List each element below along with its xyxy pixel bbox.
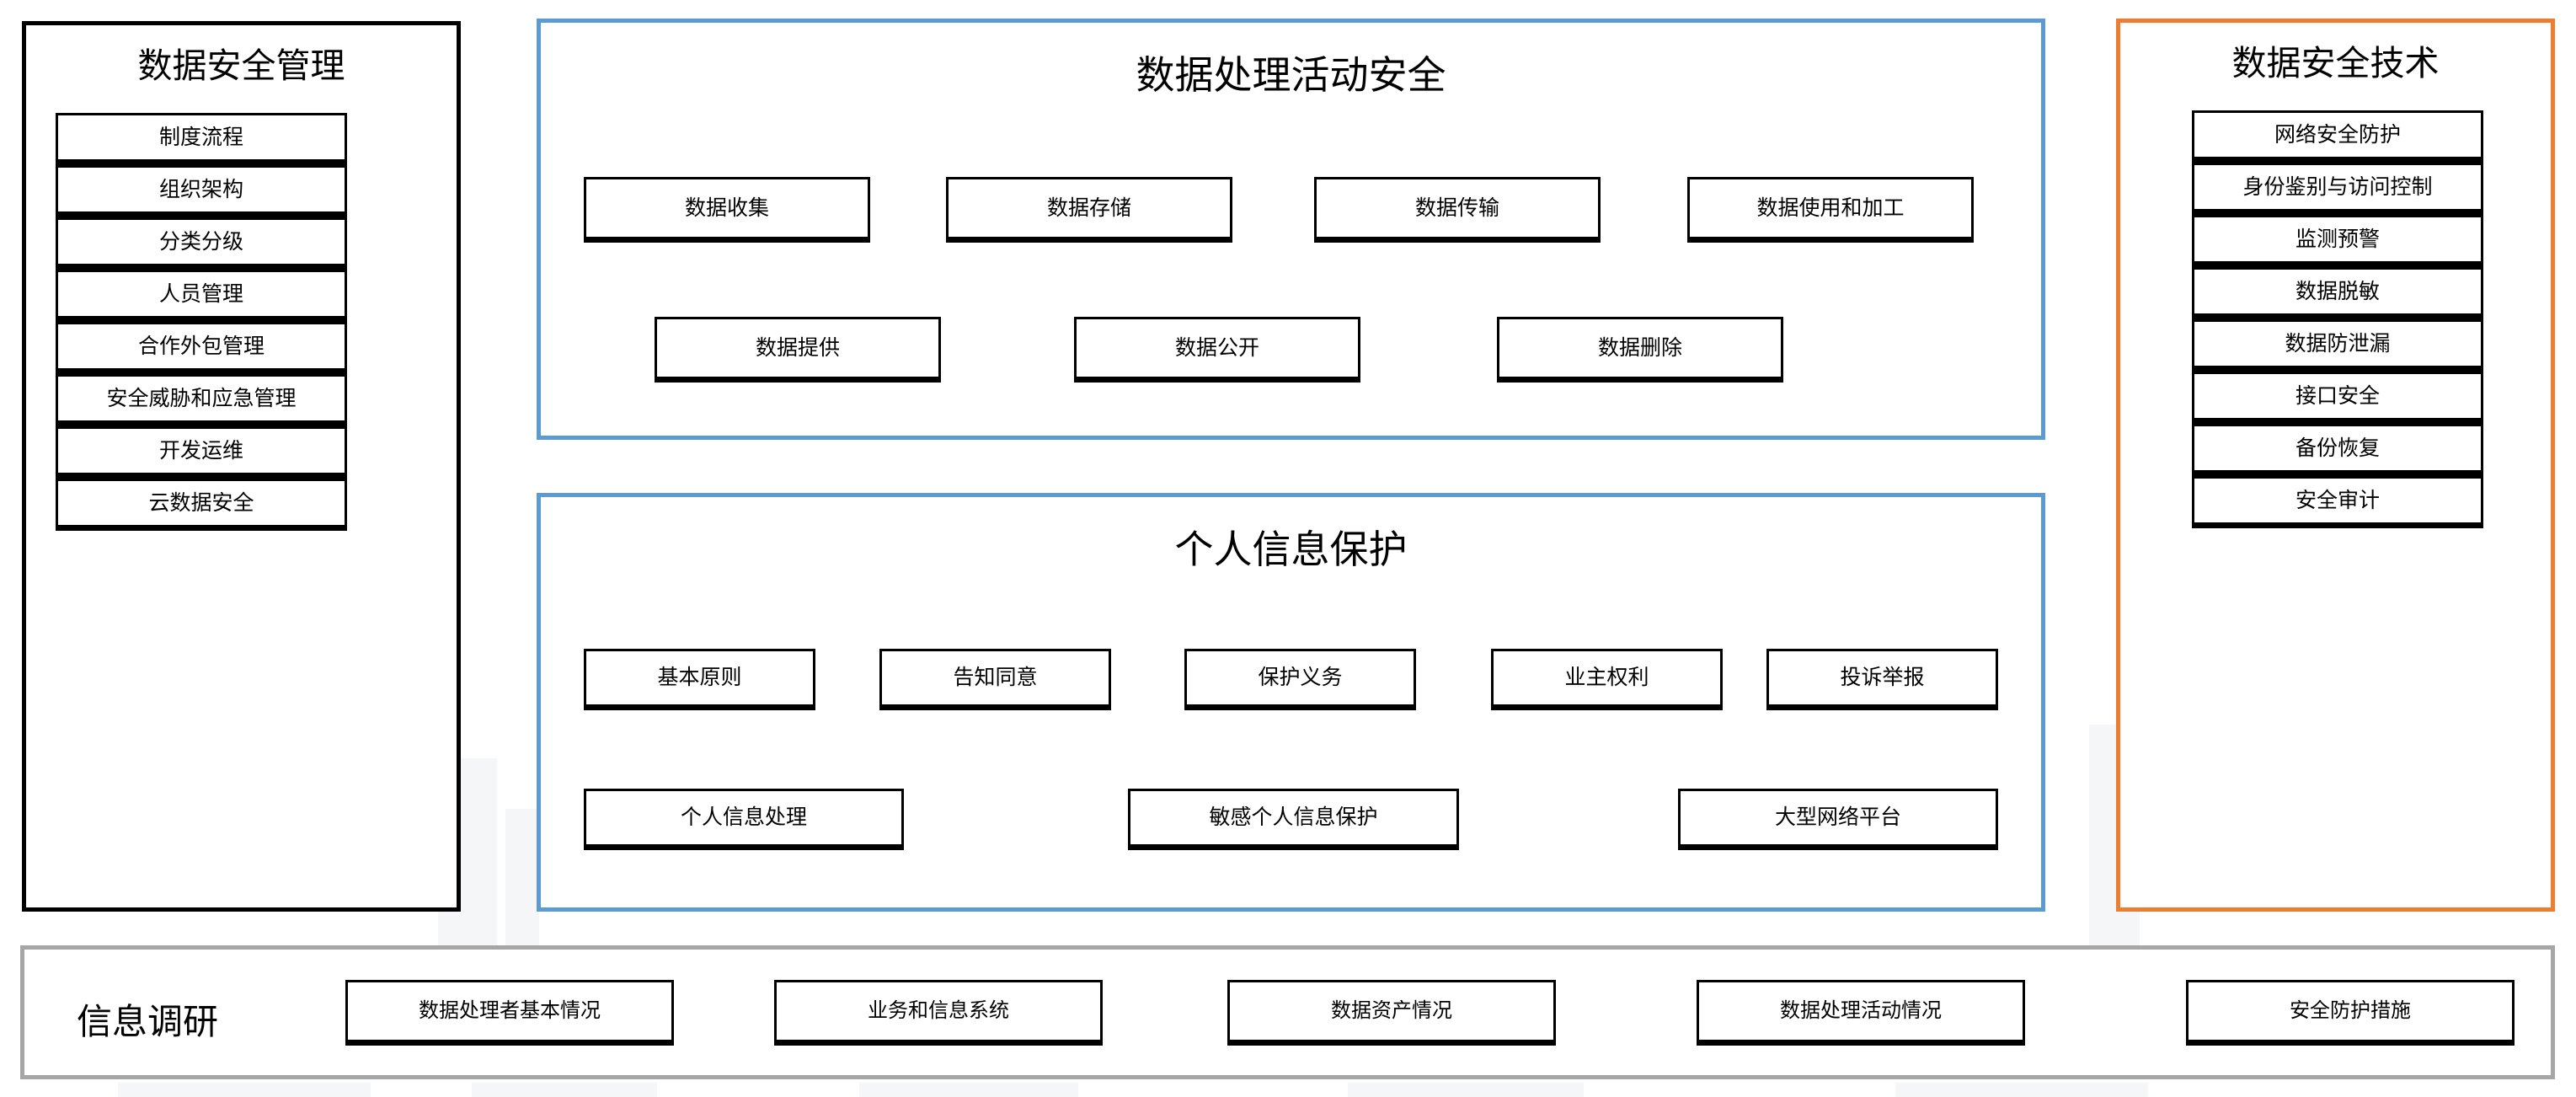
node-management-1[interactable]: 组织架构 — [56, 165, 347, 217]
panel-information-survey: 信息调研 数据处理者基本情况 业务和信息系统 数据资产情况 数据处理活动情况 安… — [20, 945, 2555, 1079]
node-technology-4[interactable]: 数据防泄漏 — [2192, 319, 2483, 372]
node-survey-3[interactable]: 数据处理活动情况 — [1697, 980, 2025, 1046]
node-survey-2[interactable]: 数据资产情况 — [1227, 980, 1556, 1046]
panel-title-processing: 数据处理活动安全 — [1136, 53, 1446, 97]
node-personal-r1-4[interactable]: 投诉举报 — [1766, 649, 1998, 710]
strip-title-survey: 信息调研 — [77, 1002, 219, 1041]
node-management-4[interactable]: 合作外包管理 — [56, 322, 347, 374]
background-watermark — [118, 1083, 371, 1097]
node-management-3[interactable]: 人员管理 — [56, 270, 347, 322]
panel-title-management: 数据安全管理 — [137, 46, 345, 85]
node-management-0[interactable]: 制度流程 — [56, 113, 347, 165]
node-personal-r2-2[interactable]: 大型网络平台 — [1678, 789, 1998, 850]
node-survey-4[interactable]: 安全防护措施 — [2186, 980, 2515, 1046]
node-technology-0[interactable]: 网络安全防护 — [2192, 110, 2483, 163]
node-processing-r2-0[interactable]: 数据提供 — [655, 317, 941, 383]
node-management-6[interactable]: 开发运维 — [56, 426, 347, 479]
background-watermark — [1895, 1083, 2148, 1097]
background-watermark — [1348, 1083, 1584, 1097]
node-processing-r2-1[interactable]: 数据公开 — [1074, 317, 1360, 383]
node-personal-r2-1[interactable]: 敏感个人信息保护 — [1128, 789, 1459, 850]
node-processing-r1-1[interactable]: 数据存储 — [946, 177, 1232, 243]
node-processing-r1-3[interactable]: 数据使用和加工 — [1687, 177, 1974, 243]
node-technology-1[interactable]: 身份鉴别与访问控制 — [2192, 163, 2483, 215]
node-personal-r1-1[interactable]: 告知同意 — [879, 649, 1111, 710]
panel-data-processing-activity-security: 数据处理活动安全 数据收集 数据存储 数据传输 数据使用和加工 数据提供 数据公… — [537, 19, 2045, 440]
background-watermark — [859, 1083, 1078, 1097]
panel-data-security-management: 数据安全管理 制度流程 组织架构 分类分级 人员管理 合作外包管理 安全威胁和应… — [22, 21, 461, 912]
node-personal-r1-3[interactable]: 业主权利 — [1491, 649, 1723, 710]
background-watermark — [505, 809, 539, 952]
node-survey-0[interactable]: 数据处理者基本情况 — [345, 980, 674, 1046]
node-personal-r1-2[interactable]: 保护义务 — [1184, 649, 1416, 710]
node-personal-r2-0[interactable]: 个人信息处理 — [584, 789, 904, 850]
node-processing-r1-0[interactable]: 数据收集 — [584, 177, 870, 243]
node-technology-6[interactable]: 备份恢复 — [2192, 424, 2483, 476]
node-management-7[interactable]: 云数据安全 — [56, 479, 347, 531]
node-processing-r1-2[interactable]: 数据传输 — [1314, 177, 1601, 243]
background-watermark — [472, 1083, 657, 1097]
node-survey-1[interactable]: 业务和信息系统 — [774, 980, 1103, 1046]
node-processing-r2-2[interactable]: 数据删除 — [1497, 317, 1783, 383]
panel-title-personal-info: 个人信息保护 — [1174, 527, 1408, 571]
panel-personal-information-protection: 个人信息保护 基本原则 告知同意 保护义务 业主权利 投诉举报 个人信息处理 敏… — [537, 493, 2045, 912]
panel-title-technology: 数据安全技术 — [2231, 44, 2440, 83]
node-technology-2[interactable]: 监测预警 — [2192, 215, 2483, 267]
node-technology-3[interactable]: 数据脱敏 — [2192, 267, 2483, 319]
panel-data-security-technology: 数据安全技术 网络安全防护 身份鉴别与访问控制 监测预警 数据脱敏 数据防泄漏 … — [2116, 19, 2555, 912]
node-personal-r1-0[interactable]: 基本原则 — [584, 649, 815, 710]
node-technology-7[interactable]: 安全审计 — [2192, 476, 2483, 528]
node-management-2[interactable]: 分类分级 — [56, 217, 347, 270]
node-management-5[interactable]: 安全威胁和应急管理 — [56, 374, 347, 426]
node-technology-5[interactable]: 接口安全 — [2192, 372, 2483, 424]
